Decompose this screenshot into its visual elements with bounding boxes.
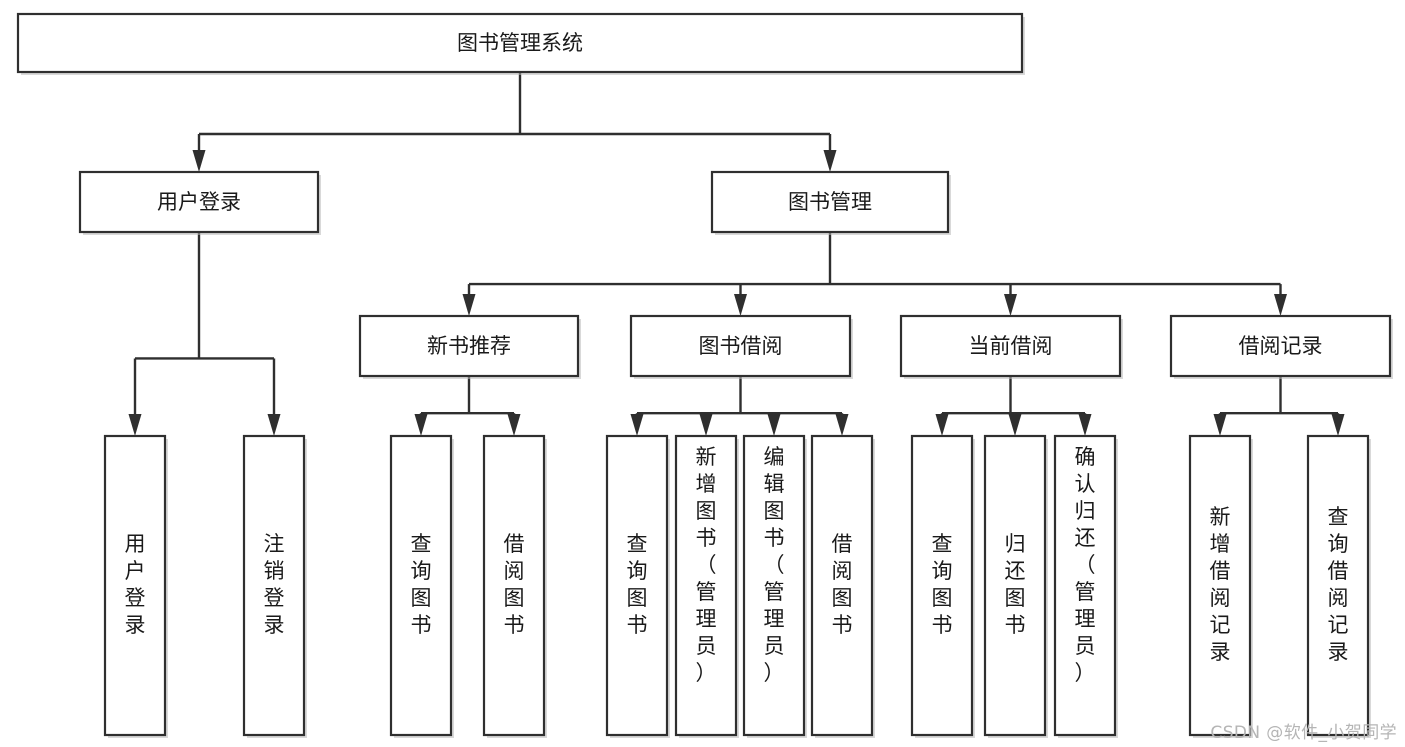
- connector-layer: [128, 72, 1345, 436]
- node-label: 查询图书: [627, 532, 648, 637]
- node-box[interactable]: [710, 170, 950, 234]
- node-leaf-confirm-return[interactable]: 确认归还（管理员）: [1053, 434, 1118, 738]
- node-user-login[interactable]: 用户登录: [78, 170, 321, 235]
- arrow-head-icon: [935, 414, 949, 436]
- node-label: 新书推荐: [427, 334, 511, 358]
- node-box[interactable]: [674, 434, 738, 737]
- node-label: 确认归还（管理员）: [1075, 445, 1096, 685]
- node-box[interactable]: [910, 434, 974, 737]
- node-label: 借阅图书: [504, 532, 525, 637]
- node-leaf-add-book[interactable]: 新增图书（管理员）: [674, 434, 739, 738]
- node-label: 编辑图书（管理员）: [764, 445, 785, 685]
- node-book-borrow[interactable]: 图书借阅: [629, 314, 853, 379]
- node-leaf-logout[interactable]: 注销登录: [242, 434, 307, 738]
- node-label: 图书管理: [788, 190, 872, 214]
- node-leaf-user-login[interactable]: 用户登录: [103, 434, 168, 738]
- node-leaf-query-book-b[interactable]: 查询图书: [605, 434, 670, 738]
- arrow-head-icon: [823, 150, 837, 172]
- node-label: 用户登录: [157, 190, 241, 214]
- arrow-head-icon: [1008, 414, 1022, 436]
- node-box[interactable]: [358, 314, 580, 378]
- node-leaf-borrow-book-b[interactable]: 借阅图书: [810, 434, 875, 738]
- arrow-head-icon: [1274, 294, 1287, 316]
- node-box[interactable]: [482, 434, 546, 737]
- node-leaf-edit-book[interactable]: 编辑图书（管理员）: [742, 434, 807, 738]
- edge-group-user-login: [128, 232, 281, 436]
- arrow-head-icon: [507, 414, 521, 436]
- node-box[interactable]: [78, 170, 320, 234]
- node-box[interactable]: [899, 314, 1122, 378]
- node-label: 查询借阅记录: [1328, 505, 1349, 664]
- arrow-head-icon: [414, 414, 428, 436]
- edge-group-current-borrow: [935, 376, 1092, 436]
- node-label: 新增借阅记录: [1210, 505, 1231, 664]
- node-root[interactable]: 图书管理系统: [16, 12, 1025, 75]
- node-box[interactable]: [629, 314, 852, 378]
- edge-group-book-borrow: [630, 376, 849, 436]
- node-box[interactable]: [389, 434, 453, 737]
- node-book-manage[interactable]: 图书管理: [710, 170, 951, 235]
- arrow-head-icon: [734, 294, 747, 316]
- arrow-head-icon: [1078, 414, 1092, 436]
- node-current-borrow[interactable]: 当前借阅: [899, 314, 1123, 379]
- node-label: 图书借阅: [699, 334, 783, 358]
- arrow-head-icon: [1331, 414, 1345, 436]
- node-label: 归还图书: [1005, 532, 1026, 637]
- node-leaf-query-record[interactable]: 查询借阅记录: [1306, 434, 1371, 738]
- node-borrow-record[interactable]: 借阅记录: [1169, 314, 1393, 379]
- edge-group-book-manage: [462, 232, 1287, 316]
- node-new-book-rec[interactable]: 新书推荐: [358, 314, 581, 379]
- node-label: 用户登录: [125, 532, 146, 637]
- node-label: 注销登录: [264, 532, 285, 637]
- arrow-head-icon: [835, 414, 849, 436]
- arrow-head-icon: [767, 414, 781, 436]
- node-label: 当前借阅: [969, 334, 1053, 358]
- node-box[interactable]: [742, 434, 806, 737]
- node-label: 查询图书: [411, 532, 432, 637]
- node-box[interactable]: [1306, 434, 1370, 737]
- watermark-label: CSDN @软件_小贺同学: [1210, 723, 1397, 743]
- node-box[interactable]: [1188, 434, 1252, 737]
- edge-group-borrow-record: [1213, 376, 1345, 436]
- node-box[interactable]: [810, 434, 874, 737]
- node-label: 图书管理系统: [457, 31, 583, 55]
- node-leaf-query-book-c[interactable]: 查询图书: [910, 434, 975, 738]
- node-box[interactable]: [103, 434, 167, 737]
- node-label: 新增图书（管理员）: [696, 445, 717, 685]
- node-box[interactable]: [1169, 314, 1392, 378]
- node-box[interactable]: [1053, 434, 1117, 737]
- arrow-head-icon: [128, 414, 142, 436]
- node-leaf-add-record[interactable]: 新增借阅记录: [1188, 434, 1253, 738]
- node-leaf-query-book-rec[interactable]: 查询图书: [389, 434, 454, 738]
- node-leaf-borrow-book-rec[interactable]: 借阅图书: [482, 434, 547, 738]
- node-box[interactable]: [16, 12, 1024, 74]
- node-box[interactable]: [983, 434, 1047, 737]
- node-label: 借阅记录: [1239, 334, 1323, 358]
- arrow-head-icon: [699, 414, 713, 436]
- node-label: 借阅图书: [832, 532, 853, 637]
- arrow-head-icon: [462, 294, 476, 316]
- arrow-head-icon: [267, 414, 281, 436]
- node-box[interactable]: [605, 434, 669, 737]
- arrow-head-icon: [630, 414, 644, 436]
- edge-group-root: [192, 72, 837, 172]
- node-layer: 图书管理系统用户登录图书管理新书推荐图书借阅当前借阅借阅记录用户登录注销登录查询…: [16, 12, 1393, 738]
- arrow-head-icon: [1004, 294, 1017, 316]
- arrow-head-icon: [192, 150, 206, 172]
- arrow-head-icon: [1213, 414, 1227, 436]
- node-leaf-return-book[interactable]: 归还图书: [983, 434, 1048, 738]
- edge-group-new-book-rec: [414, 376, 521, 436]
- node-box[interactable]: [242, 434, 306, 737]
- node-label: 查询图书: [932, 532, 953, 637]
